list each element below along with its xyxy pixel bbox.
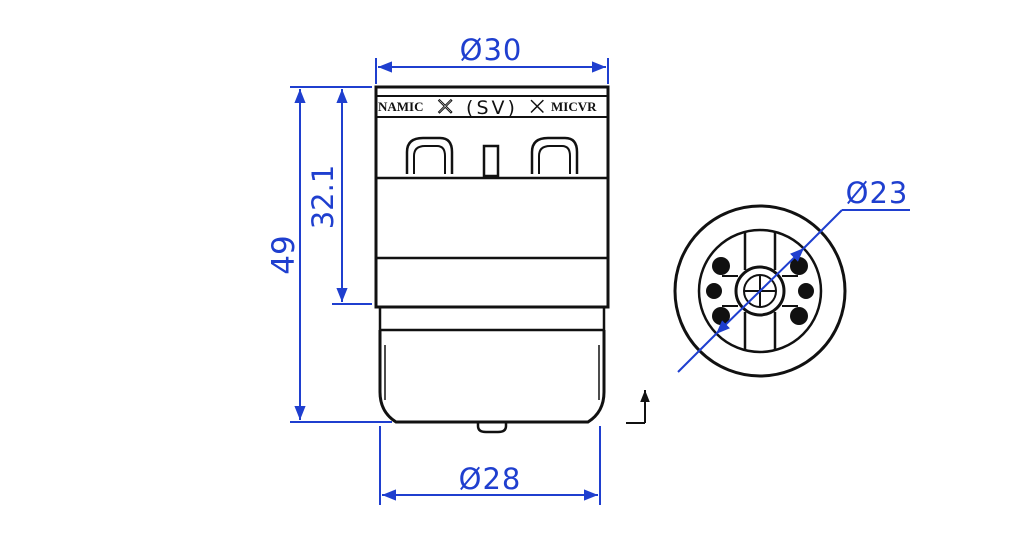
- view-arrow-symbol: [626, 390, 650, 424]
- dimension-bottom-diameter: Ø28: [379, 426, 601, 505]
- bottom-nub: [476, 422, 508, 434]
- inner-ring: [697, 228, 823, 354]
- total-height-label: 49: [266, 235, 302, 274]
- front-view: NAMIC ⨉ (SV) ⨉ MICVR Ø30 Ø28: [266, 33, 610, 505]
- pin: [712, 257, 730, 275]
- right-slot: [530, 136, 579, 174]
- pin: [706, 283, 722, 299]
- bottom-diameter-label: Ø28: [459, 462, 522, 496]
- marking-right-text: MICVR: [551, 99, 597, 114]
- inner-diameter-label: Ø23: [846, 176, 909, 210]
- center-slot: [482, 144, 500, 178]
- dimension-inner-diameter: Ø23: [677, 176, 910, 373]
- dimension-body-height: 32.1: [306, 89, 372, 305]
- svg-text:⨉: ⨉: [530, 97, 544, 118]
- left-slot: [405, 136, 454, 174]
- top-diameter-label: Ø30: [460, 33, 523, 67]
- marking-left-text: NAMIC: [378, 99, 424, 114]
- marking-center-text: (SV): [466, 97, 518, 119]
- pin: [798, 283, 814, 299]
- svg-text:⨉: ⨉: [438, 97, 452, 118]
- marking-band: NAMIC ⨉ (SV) ⨉ MICVR: [378, 97, 597, 120]
- dimension-top-diameter: Ø30: [375, 33, 609, 84]
- lower-cap-outline: [378, 330, 606, 424]
- upper-body-outline: [374, 85, 610, 309]
- outer-ring: [673, 204, 847, 378]
- dimension-total-height: 49: [266, 86, 392, 423]
- end-view: Ø23: [673, 176, 910, 378]
- body-height-label: 32.1: [306, 165, 340, 230]
- pin: [790, 307, 808, 325]
